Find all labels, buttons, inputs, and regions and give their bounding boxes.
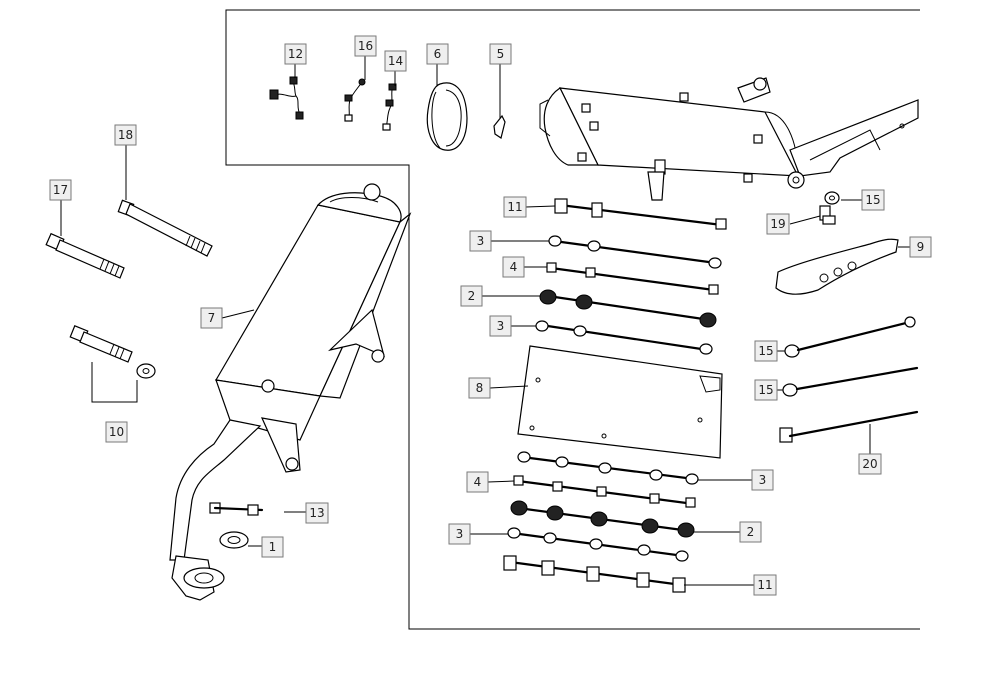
callout-11-upper: 11 <box>503 196 527 218</box>
callout-3-lower-left-label: 3 <box>456 527 464 541</box>
callout-8: 8 <box>468 377 491 399</box>
callout-8-label: 8 <box>476 381 484 395</box>
part-12-spring-clip <box>269 76 304 120</box>
part-18-long-bolt <box>117 199 213 257</box>
callout-12-label: 12 <box>288 47 303 61</box>
callout-9-label: 9 <box>917 240 925 254</box>
part-17-bolt <box>45 232 125 279</box>
callout-17: 17 <box>49 179 72 201</box>
callout-14-label: 14 <box>388 54 403 68</box>
part-2-grommet-row-lower <box>510 500 695 538</box>
callout-20: 20 <box>858 453 882 475</box>
part-14-spring <box>382 83 397 131</box>
callout-15-mid-label: 15 <box>758 344 773 358</box>
part-3-washer-row-upper-1 <box>548 235 722 269</box>
callout-2-lower: 2 <box>739 521 762 543</box>
callout-5: 5 <box>489 43 512 65</box>
part-11-bolt-row-lower <box>503 555 686 593</box>
part-1-gasket <box>219 531 249 549</box>
callout-7-label: 7 <box>208 311 216 325</box>
callout-1: 1 <box>261 536 284 558</box>
callout-10-label: 10 <box>109 425 124 439</box>
callout-4-lower: 4 <box>466 471 489 493</box>
part-3-washer-row-lower-1 <box>517 451 699 485</box>
part-3-washer-row-lower-2 <box>507 527 689 562</box>
part-15-washer-top <box>824 191 840 205</box>
callout-11-lower: 11 <box>753 574 777 596</box>
part-20-stud <box>779 410 919 443</box>
callout-4-lower-label: 4 <box>474 475 482 489</box>
callout-19-label: 19 <box>770 217 785 231</box>
callout-15-top-label: 15 <box>865 193 880 207</box>
part-8-heat-shield-plate <box>517 345 723 459</box>
callout-3-lower-right-label: 3 <box>759 473 767 487</box>
callout-16-label: 16 <box>358 39 373 53</box>
part-9-heat-shield-bracket <box>775 238 899 295</box>
callout-9: 9 <box>909 236 932 258</box>
part-3-washer-row-upper-2 <box>535 320 713 355</box>
callout-1-label: 1 <box>269 540 277 554</box>
callout-16: 16 <box>354 35 377 57</box>
part-16-spring <box>344 78 366 122</box>
part-15-stud-lower <box>782 366 919 397</box>
callout-14: 14 <box>384 50 407 72</box>
callout-6: 6 <box>426 43 449 65</box>
callout-11-upper-label: 11 <box>507 200 522 214</box>
callout-3-upper-2: 3 <box>489 315 512 337</box>
leader-lines <box>60 55 910 586</box>
callout-15-low-label: 15 <box>758 383 773 397</box>
callout-15-top: 15 <box>861 189 885 211</box>
callout-5-label: 5 <box>497 47 505 61</box>
callout-13: 13 <box>305 502 329 524</box>
callout-2-upper: 2 <box>460 285 483 307</box>
part-15-stud-upper <box>784 316 916 358</box>
callout-15-mid: 15 <box>754 340 778 362</box>
callout-10: 10 <box>105 421 128 443</box>
part-4-nut-row-lower <box>513 475 696 508</box>
part-13-stud <box>209 502 264 516</box>
callout-12: 12 <box>284 43 307 65</box>
callout-20-label: 20 <box>862 457 877 471</box>
callout-18: 18 <box>114 124 137 146</box>
callout-3-upper-1: 3 <box>469 230 492 252</box>
callout-3-lower-right: 3 <box>751 469 774 491</box>
callout-18-label: 18 <box>118 128 133 142</box>
callout-3-lower-left: 3 <box>448 523 471 545</box>
callout-11-lower-label: 11 <box>757 578 772 592</box>
muffler-left <box>169 183 412 601</box>
callout-19: 19 <box>766 213 790 235</box>
part-6-end-cap <box>426 82 468 151</box>
part-19-bracket-nut <box>819 205 836 225</box>
part-2-grommet-row-upper <box>539 289 717 328</box>
part-11-bolt-row-upper <box>554 198 727 230</box>
callout-4-upper-label: 4 <box>510 260 518 274</box>
callout-6-label: 6 <box>434 47 442 61</box>
callout-15-low: 15 <box>754 379 778 401</box>
part-5-gasket <box>493 114 506 139</box>
part-10-bolt-washer <box>69 325 156 403</box>
inset-frame <box>225 9 920 630</box>
part-4-nut-row-upper <box>546 262 719 295</box>
callout-2-upper-label: 2 <box>468 289 476 303</box>
muffler-assembly-top <box>539 77 919 201</box>
callout-3-upper-1-label: 3 <box>477 234 485 248</box>
callout-3-upper-2-label: 3 <box>497 319 505 333</box>
callout-17-label: 17 <box>53 183 68 197</box>
callout-13-label: 13 <box>309 506 324 520</box>
callout-2-lower-label: 2 <box>747 525 755 539</box>
callout-7: 7 <box>200 307 223 329</box>
callout-4-upper: 4 <box>502 256 525 278</box>
